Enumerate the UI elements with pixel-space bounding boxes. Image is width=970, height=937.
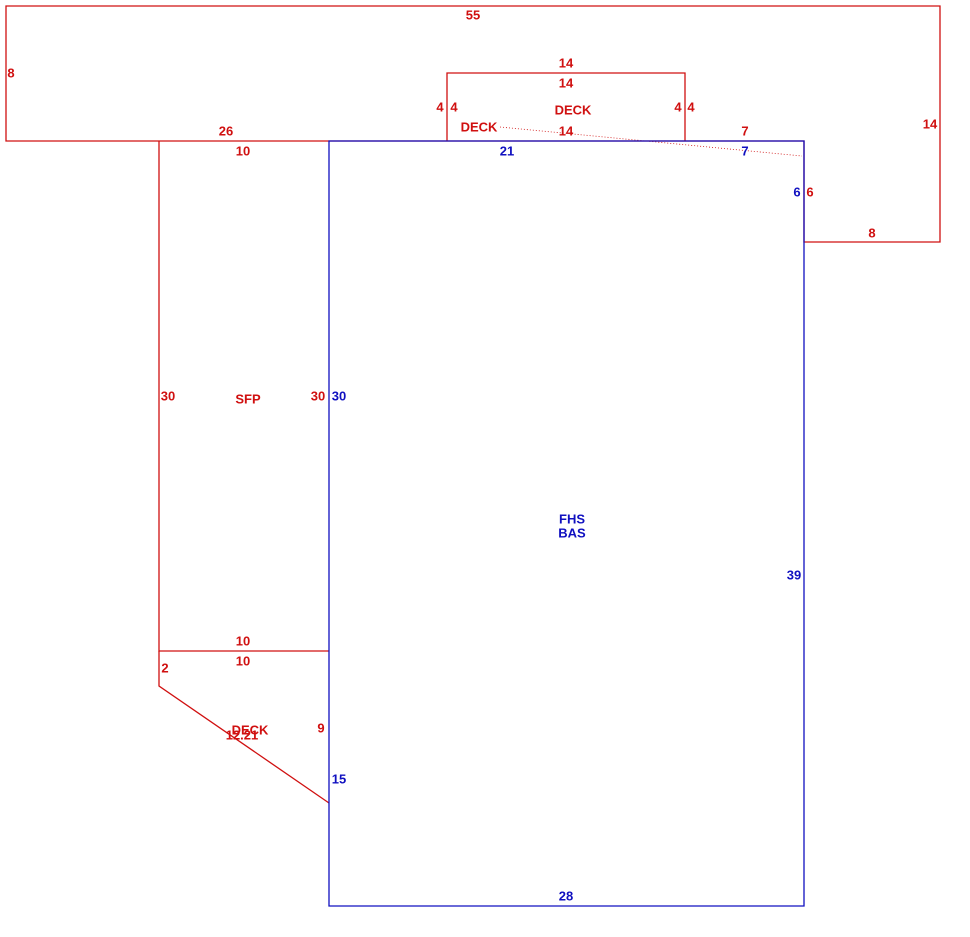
dim-label: 12.21: [226, 727, 259, 742]
dim-label: 4: [687, 99, 695, 114]
main-house-outline: [328, 140, 805, 907]
dim-label: 21: [500, 143, 514, 158]
dim-label: 6: [806, 184, 813, 199]
dim-label: 14: [559, 123, 574, 138]
deck-bottom-label: DECK: [232, 722, 269, 737]
dim-label: 26: [219, 123, 233, 138]
dim-label: 8: [868, 225, 875, 240]
dim-label: 30: [161, 388, 175, 403]
blue-dimensions: 21 7 6 30 39 15 28: [332, 143, 801, 903]
dim-label: 10: [236, 143, 250, 158]
dim-label: 10: [236, 633, 250, 648]
dim-label: 28: [559, 888, 573, 903]
dim-label: 14: [559, 55, 574, 70]
area-labels: DECK DECK SFP FHS BAS DECK: [232, 102, 592, 737]
dim-label: 7: [741, 123, 748, 138]
main-area-label-2: BAS: [558, 525, 586, 540]
dim-label: 14: [923, 116, 938, 131]
dim-label: 30: [332, 388, 346, 403]
center-deck-outline: [446, 72, 686, 141]
dim-label: 30: [311, 388, 325, 403]
red-dimensions: 55 8 14 8 6 26 7 14 14 14 4 4 4 4 10 30 …: [7, 7, 938, 742]
dim-label: 55: [466, 7, 480, 22]
main-area-label-1: FHS: [559, 511, 585, 526]
dim-label: 6: [793, 184, 800, 199]
dim-label: 7: [741, 143, 748, 158]
deck-top-alt-label: DECK: [461, 119, 498, 134]
dim-label: 8: [7, 65, 14, 80]
dim-label: 10: [236, 653, 250, 668]
dim-label: 9: [317, 720, 324, 735]
dim-label: 39: [787, 567, 801, 582]
dim-label: 4: [674, 99, 682, 114]
dim-label: 2: [161, 660, 168, 675]
deck-top-label: DECK: [555, 102, 592, 117]
blue-outlines: [328, 140, 805, 907]
dim-label: 4: [436, 99, 444, 114]
deck-dotted-line: [499, 126, 803, 157]
dim-label: 14: [559, 75, 574, 90]
lower-deck-outline: [158, 651, 330, 804]
dim-label: 4: [450, 99, 458, 114]
sfp-label: SFP: [235, 391, 261, 406]
dim-label: 15: [332, 771, 346, 786]
